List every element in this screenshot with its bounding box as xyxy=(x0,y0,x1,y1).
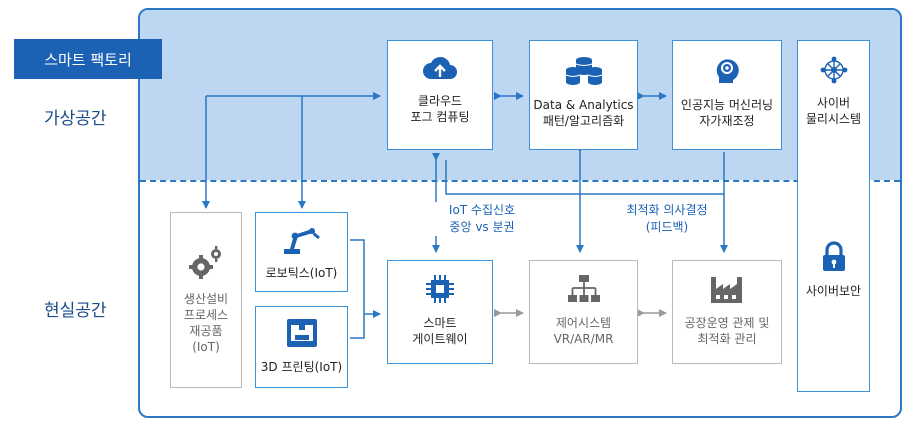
3d-printer-icon xyxy=(285,317,319,353)
network-globe-icon xyxy=(819,55,849,89)
iot-signal-note: IoT 수집신호 중앙 vs 분권 xyxy=(428,202,536,236)
optimization-decision-note: 최적화 의사결정 (피드백) xyxy=(613,202,721,236)
3d-printing-box-label: 3D 프린팅(IoT) xyxy=(260,360,343,374)
virtual-space-label: 가상공간 xyxy=(44,109,107,129)
operation-box-label: 공장운영 관제 및 최적화 관리 xyxy=(684,316,770,346)
robotics-box: 로보틱스(IoT) xyxy=(255,212,348,292)
data-analytics-box: Data & Analytics 패턴/알고리즘화 xyxy=(529,40,638,150)
cyber-physical-system-column: 사이버 물리시스템 사이버보안 xyxy=(797,40,870,392)
smart-gateway-box: 스마트 게이트웨이 xyxy=(387,260,493,364)
ai-machine-learning-box: 인공지능 머신러닝 자가재조정 xyxy=(672,40,782,150)
equipment-box-label: 생산설비 프로세스 재공품 (IoT) xyxy=(183,292,229,354)
ai-box-label: 인공지능 머신러닝 자가재조정 xyxy=(680,98,774,128)
control-box-label: 제어시스템 VR/AR/MR xyxy=(553,316,614,346)
factory-operation-box: 공장운영 관제 및 최적화 관리 xyxy=(672,260,782,364)
space-divider xyxy=(140,180,900,182)
production-equipment-box: 생산설비 프로세스 재공품 (IoT) xyxy=(170,212,242,388)
hierarchy-icon xyxy=(566,273,602,309)
cloud-box-label: 클라우드 포그 컴퓨팅 xyxy=(410,94,470,124)
cyber-security-label: 사이버보안 xyxy=(805,284,862,298)
lock-icon xyxy=(821,241,847,277)
robotics-box-label: 로보틱스(IoT) xyxy=(265,266,338,280)
cloud-fog-computing-box: 클라우드 포그 컴퓨팅 xyxy=(387,40,493,150)
chip-icon xyxy=(424,273,456,309)
cloud-upload-icon xyxy=(422,55,458,87)
cps-label: 사이버 물리시스템 xyxy=(805,96,862,126)
real-space-label: 현실공간 xyxy=(44,301,107,321)
control-system-box: 제어시스템 VR/AR/MR xyxy=(529,260,638,364)
factory-icon xyxy=(709,273,745,309)
3d-printing-box: 3D 프린팅(IoT) xyxy=(255,306,348,388)
gears-icon xyxy=(187,245,225,285)
database-icon xyxy=(564,55,604,91)
ai-head-icon xyxy=(711,55,743,91)
analytics-box-label-line2: 패턴/알고리즘화 xyxy=(542,114,625,128)
gateway-box-label: 스마트 게이트웨이 xyxy=(412,316,468,346)
smart-factory-tag: 스마트 팩토리 xyxy=(14,39,162,79)
analytics-box-label-line1: Data & Analytics xyxy=(533,98,634,112)
robot-arm-icon xyxy=(280,223,324,259)
